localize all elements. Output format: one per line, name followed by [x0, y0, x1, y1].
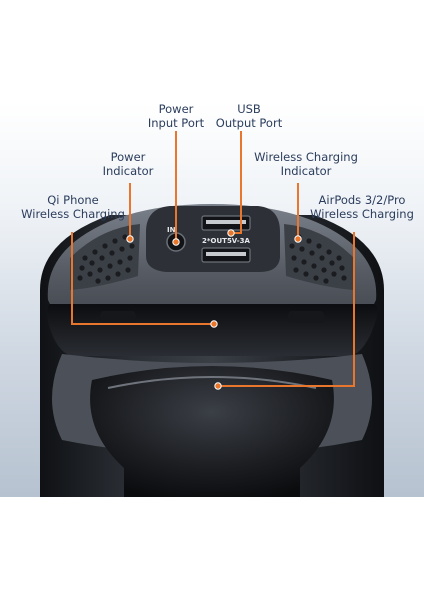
airpods-cup	[90, 366, 334, 497]
phone-slot	[47, 304, 378, 356]
left-grille	[70, 224, 140, 290]
input-marking: IN	[167, 226, 176, 234]
label-airpods-wireless-charging: AirPods 3/2/Pro Wireless Charging	[310, 193, 414, 221]
label-power-indicator: Power Indicator	[102, 150, 154, 178]
label-power-input-port: Power Input Port	[147, 102, 205, 130]
usb-marking: 2*OUT5V-3A	[202, 237, 250, 245]
label-wireless-charging-indicator: Wireless Charging Indicator	[254, 150, 358, 178]
label-usb-output-port: USB Output Port	[215, 102, 283, 130]
callout-lines	[71, 131, 355, 387]
callout-dots	[126, 229, 302, 390]
right-grille	[284, 224, 354, 290]
label-qi-phone-wireless-charging: Qi Phone Wireless Charging	[21, 193, 125, 221]
